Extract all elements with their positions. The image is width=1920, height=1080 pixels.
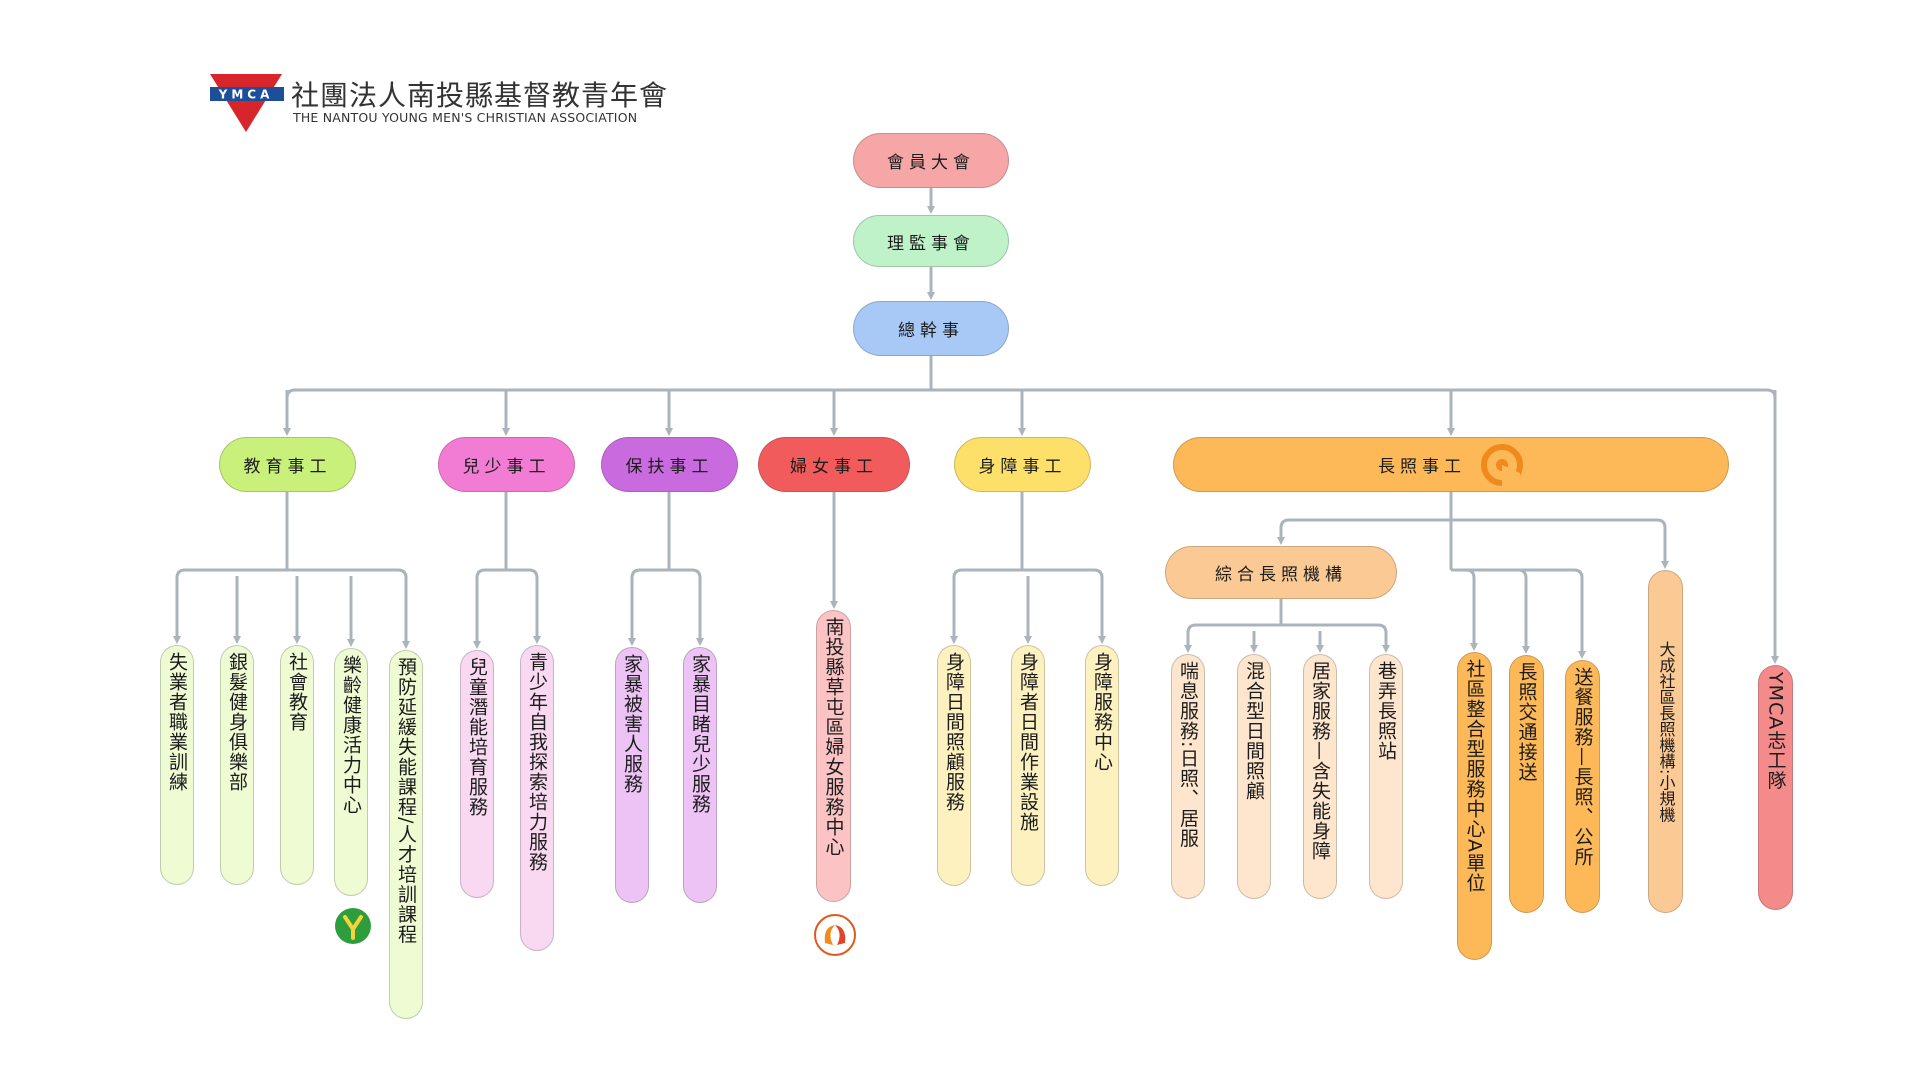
leaf-text: 喘息服務:日照、居服 [1177, 661, 1199, 849]
dept-disability-label: 身障事工 [978, 457, 1067, 477]
leaf-unemployed-training: 失業者職業訓練 [160, 645, 194, 885]
leaf-senior-vitality-center: 樂齡健康活力中心 [334, 648, 368, 896]
leaf-text: 預防延緩失能課程/人才培訓課程 [395, 657, 417, 945]
connector-to-leaf [1451, 568, 1478, 651]
leaf-dv-victim-service: 家暴被害人服務 [615, 647, 649, 903]
dept-women-label: 婦女事工 [790, 457, 878, 477]
dept-disability: 身障事工 [954, 437, 1091, 492]
leaf-text: 家暴被害人服務 [621, 654, 643, 794]
ymca-triangle-icon [210, 74, 282, 132]
leaf-home-care: 居家服務—含失能身障 [1303, 654, 1337, 899]
dept-longterm-care-label: 長照事工 [1378, 457, 1466, 477]
leaf-text: 家暴目睹兒少服務 [689, 654, 711, 814]
dept-protection-label: 保扶事工 [625, 457, 714, 477]
leaf-text: 大成社區長照機構:小規機 [1656, 641, 1676, 823]
leaf-text: 青少年自我探索培力服務 [526, 652, 548, 872]
leaf-text: 身障服務中心 [1091, 652, 1113, 772]
leaf-text: 失業者職業訓練 [166, 652, 188, 792]
ymca-logo: YMCA [210, 74, 284, 132]
board-box: 理監事會 [853, 215, 1009, 267]
connector-to-dacheng [1451, 518, 1669, 569]
leaf-social-education: 社會教育 [280, 645, 314, 885]
leaf-text: 居家服務—含失能身障 [1309, 661, 1331, 861]
dept-longterm-care: 長照事工 [1173, 437, 1729, 492]
y-leaf-icon [335, 908, 371, 944]
director-label: 總幹事 [898, 321, 964, 341]
dept-women: 婦女事工 [758, 437, 910, 492]
leaf-caotun-women-center: 南投縣草屯區婦女服務中心 [816, 610, 851, 902]
leaf-alley-ltc-station: 巷弄長照站 [1369, 654, 1403, 899]
leaf-text: 樂齡健康活力中心 [340, 655, 362, 815]
connector-dept-bus [285, 388, 1777, 399]
leaf-child-potential: 兒童潛能培育服務 [460, 650, 494, 898]
leaf-disability-daycare: 身障日間照顧服務 [937, 645, 971, 886]
leaf-ymca-volunteers: YMCA志工隊 [1758, 665, 1793, 910]
org-name-en: THE NANTOU YOUNG MEN'S CHRISTIAN ASSOCIA… [293, 110, 638, 125]
connector-fan-bus [475, 568, 539, 579]
leaf-text: 長照交通接送 [1515, 662, 1538, 782]
leaf-text: 南投縣草屯區婦女服務中心 [822, 617, 845, 857]
ymca-logo-text: YMCA [218, 88, 274, 102]
leaf-text: 兒童潛能培育服務 [466, 657, 488, 817]
leaf-mixed-daycare: 混合型日間照顧 [1237, 654, 1271, 899]
integrated-ltc-box: 綜合長照機構 [1165, 546, 1397, 599]
women-center-icon [814, 914, 856, 956]
dept-children-label: 兒少事工 [462, 457, 551, 477]
org-name-cn: 社團法人南投縣基督教青年會 [291, 79, 669, 112]
leaf-dv-witness-children: 家暴目睹兒少服務 [683, 647, 717, 903]
members-assembly-label: 會員大會 [887, 153, 975, 173]
leaf-disability-workshop: 身障者日間作業設施 [1011, 645, 1045, 886]
dept-protection: 保扶事工 [601, 437, 738, 492]
integrated-ltc-label: 綜合長照機構 [1215, 565, 1347, 585]
leaf-ltc-transport: 長照交通接送 [1509, 655, 1544, 913]
leaf-meal-delivery: 送餐服務—長照、公所 [1565, 660, 1600, 913]
board-label: 理監事會 [887, 233, 975, 254]
leaf-text: 送餐服務—長照、公所 [1571, 667, 1594, 867]
connector-fan-bus [175, 568, 408, 579]
director-box: 總幹事 [853, 301, 1009, 356]
leaf-respite-service: 喘息服務:日照、居服 [1171, 654, 1205, 899]
connector-to-leaf [1518, 568, 1586, 659]
leaf-text: 巷弄長照站 [1375, 661, 1397, 761]
leaf-text: 混合型日間照顧 [1243, 661, 1265, 801]
leaf-disability-service-center: 身障服務中心 [1085, 645, 1119, 886]
leaf-text: 社區整合型服務中心A單位 [1463, 659, 1486, 893]
dept-education-label: 教育事工 [243, 457, 332, 477]
connector-fan-bus [952, 568, 1104, 579]
leaf-text: 銀髮健身俱樂部 [226, 652, 248, 792]
leaf-text: 社會教育 [286, 652, 308, 732]
leaf-text: 身障日間照顧服務 [943, 652, 965, 812]
connector-to-sub [1277, 518, 1451, 545]
members-assembly-box: 會員大會 [853, 133, 1009, 188]
ltc-logo-icon [1481, 443, 1523, 487]
leaf-dacheng-ltc: 大成社區長照機構:小規機 [1648, 570, 1683, 913]
leaf-text: YMCA志工隊 [1764, 672, 1787, 791]
leaf-community-center-a: 社區整合型服務中心A單位 [1457, 652, 1492, 960]
leaf-youth-empowerment: 青少年自我探索培力服務 [520, 645, 554, 951]
leaf-text: 身障者日間作業設施 [1017, 652, 1039, 832]
leaf-disability-prevention-courses: 預防延緩失能課程/人才培訓課程 [389, 650, 423, 1019]
leaf-senior-fitness: 銀髮健身俱樂部 [220, 645, 254, 885]
dept-education: 教育事工 [219, 437, 356, 492]
connector-fan-bus [630, 568, 702, 579]
ymca-band [210, 87, 284, 101]
connector-fan-bus [1186, 623, 1388, 634]
dept-children: 兒少事工 [438, 437, 575, 492]
